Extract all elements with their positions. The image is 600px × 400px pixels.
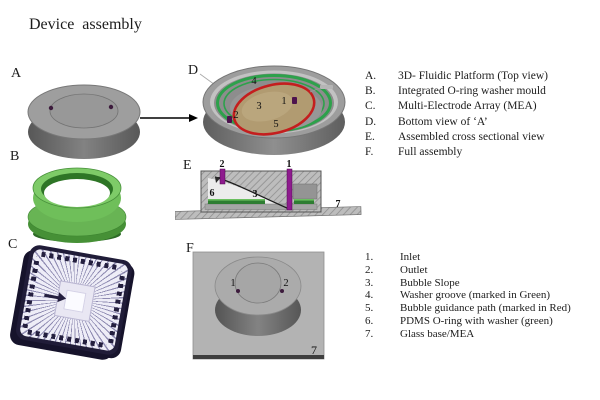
legend-text: Multi-Electrode Array (MEA)	[398, 100, 537, 113]
washer-hole	[44, 179, 110, 207]
panel-label-d: D	[188, 63, 199, 78]
legend-text: Full assembly	[398, 146, 463, 159]
panel-label-a: A	[11, 66, 22, 81]
legend-numbers: 1. Inlet 2. Outlet 3. Bubble Slope 4. Washer…	[365, 251, 571, 341]
legend-text: Glass base/MEA	[400, 327, 475, 340]
legend-row-6: 6. PDMS O-ring with washer (green)	[365, 315, 571, 328]
callout-1: 1	[281, 96, 286, 107]
outlet-channel	[219, 168, 226, 185]
callout-5: 5	[273, 119, 278, 130]
legend-row-1: 1. Inlet	[365, 251, 571, 264]
callout-3: 3	[253, 189, 258, 200]
legend-text: Assembled cross sectional view	[398, 130, 545, 143]
pdms-oring-right	[294, 199, 314, 204]
pdms-oring-left	[208, 199, 265, 204]
panel-label-e: E	[183, 158, 192, 173]
legend-key: 4.	[365, 289, 374, 302]
arrow-a-to-d-icon	[140, 114, 198, 122]
platform-inner-circle	[49, 93, 119, 129]
legend-row-c: C. Multi-Electrode Array (MEA)	[365, 99, 548, 114]
callout-1: 1	[287, 159, 292, 170]
port-dot-right	[108, 104, 114, 110]
pdms-oring-right-highlight	[294, 199, 314, 201]
legend-row-2: 2. Outlet	[365, 264, 571, 277]
inlet-port-dot	[292, 97, 297, 104]
dimension-callout	[320, 85, 333, 89]
outlet-port-dot	[227, 116, 232, 123]
legend-key: D.	[365, 115, 377, 128]
legend-text: 3D- Fluidic Platform (Top view)	[398, 70, 548, 82]
figure-e-cross-section: 1 2 3 6 7	[175, 159, 362, 220]
legend-row-7: 7. Glass base/MEA	[365, 328, 571, 341]
callout-7: 7	[311, 343, 317, 357]
legend-key: A.	[365, 70, 377, 82]
arrow-head	[189, 114, 198, 122]
legend-text: Bubble Slope	[400, 276, 460, 289]
legend-text: Bubble guidance path (marked in Red)	[400, 302, 571, 315]
base-plate-section	[204, 203, 318, 210]
legend-key: 7.	[365, 327, 374, 340]
callout-1: 1	[230, 278, 235, 289]
base-plate-edge	[193, 355, 324, 359]
bubble-slope-with-guidance-path	[232, 82, 316, 136]
callout-2: 2	[233, 110, 238, 121]
legend-key: B.	[365, 85, 376, 98]
callout-4: 4	[251, 76, 257, 87]
slope-apex	[215, 177, 221, 183]
legend-key: E.	[365, 130, 375, 143]
legend-row-b: B. Integrated O-ring washer mould	[365, 84, 548, 99]
legend-row-f: F. Full assembly	[365, 145, 548, 160]
legend-row-e: E. Assembled cross sectional view	[365, 130, 548, 145]
legend-key: 5.	[365, 302, 374, 315]
chip-arrow-head-icon	[57, 292, 67, 304]
legend-key: 1.	[365, 251, 374, 263]
panel-label-c: C	[8, 237, 18, 252]
legend-text: Outlet	[400, 263, 428, 276]
inlet-channel	[286, 168, 293, 211]
port-dot-left	[48, 105, 54, 111]
figure-c-mea-chip	[14, 243, 134, 357]
callout-3: 3	[256, 101, 261, 112]
legend-letters: A. 3D- Fluidic Platform (Top view) B. Inte…	[365, 69, 548, 160]
callout-7: 7	[336, 199, 341, 210]
callout-2: 2	[220, 159, 225, 170]
bubble-slope-highlight	[241, 91, 293, 122]
panel-label-f: F	[186, 241, 194, 256]
callout-6: 6	[210, 188, 215, 199]
pdms-oring-left-highlight	[208, 199, 265, 201]
figure-b-oring-washer-mould	[27, 167, 127, 243]
figure-title: Device assembly	[29, 16, 142, 33]
legend-text: Bottom view of ‘A’	[398, 115, 488, 128]
legend-row-5: 5. Bubble guidance path (marked in Red)	[365, 302, 571, 315]
right-wall-block	[292, 183, 318, 200]
panel-label-b: B	[10, 149, 20, 164]
legend-text: PDMS O-ring with washer (green)	[400, 314, 553, 327]
legend-row-d: D. Bottom view of ‘A’	[365, 115, 548, 130]
legend-key: 3.	[365, 276, 374, 289]
inlet-port-dot	[236, 289, 240, 293]
figure-f-full-assembly: 1 2 7	[192, 251, 325, 360]
legend-row-4: 4. Washer groove (marked in Green)	[365, 289, 571, 302]
legend-key: F.	[365, 146, 374, 159]
legend-row-a: A. 3D- Fluidic Platform (Top view)	[365, 69, 548, 84]
legend-text: Inlet	[400, 251, 421, 263]
device-inner-circle	[234, 262, 282, 304]
legend-key: 6.	[365, 314, 374, 327]
outlet-port-dot	[280, 289, 284, 293]
legend-key: C.	[365, 100, 376, 113]
legend-key: 2.	[365, 263, 374, 276]
figure-d-bottom-view: 1 2 3 4 5	[199, 65, 346, 155]
legend-text: Integrated O-ring washer mould	[398, 85, 546, 98]
figure-a-platform-top-view	[27, 84, 141, 159]
legend-text: Washer groove (marked in Green)	[400, 289, 550, 302]
callout-2: 2	[283, 278, 288, 289]
dimension-leader-line	[309, 87, 321, 93]
legend-row-3: 3. Bubble Slope	[365, 277, 571, 290]
